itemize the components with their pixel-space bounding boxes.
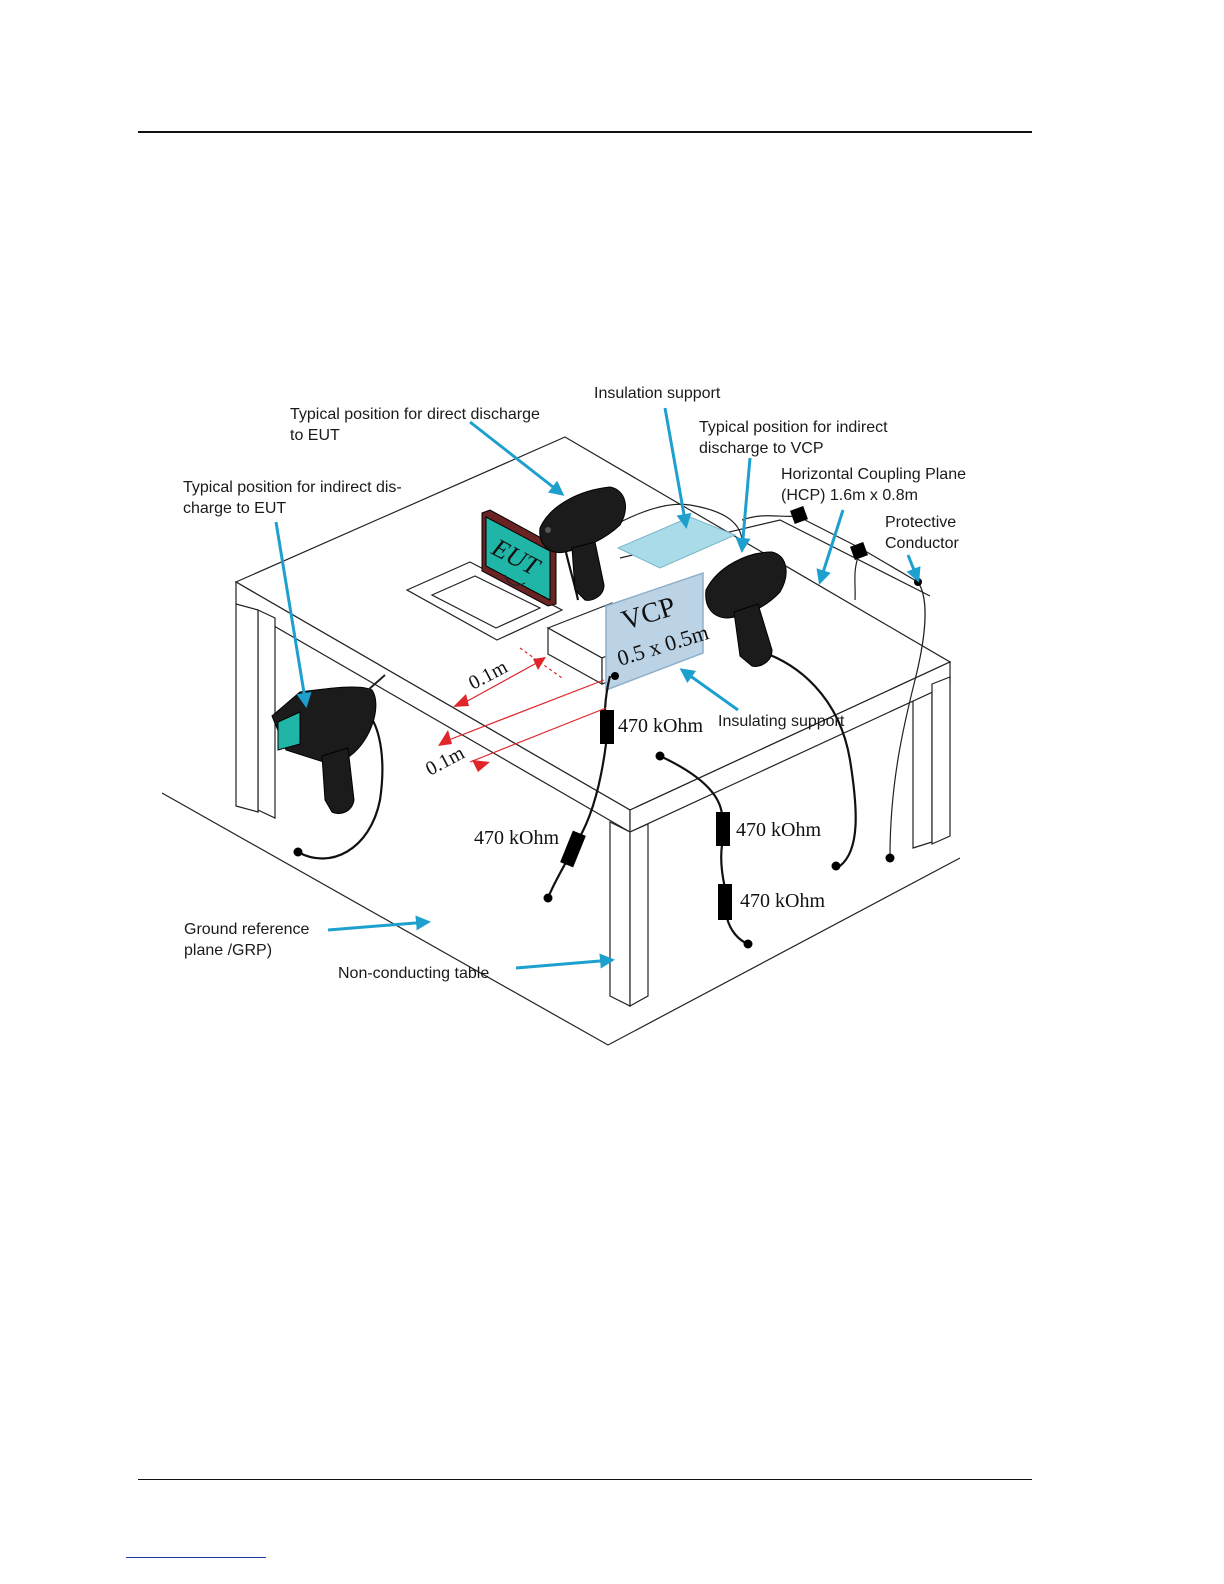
table-leg-back-right	[912, 685, 933, 849]
insulation-support-strip	[616, 516, 737, 569]
resistor-label-hcp-top: 470 kOhm	[736, 819, 821, 841]
table-leg-front-side	[629, 823, 649, 1008]
label-direct-discharge-line2: to EUT	[290, 427, 340, 444]
label-hcp-line2: (HCP) 1.6m x 0.8m	[781, 487, 918, 504]
resistor-label-vcp-top: 470 kOhm	[618, 715, 703, 737]
label-non-conducting-table: Non-conducting table	[338, 965, 489, 982]
resistor-vcp-top	[600, 710, 614, 744]
cable-hcp-top	[659, 755, 724, 816]
eut-monitor: EUT	[481, 509, 557, 607]
footer-rule	[138, 1479, 1032, 1480]
table-leg-front-left	[235, 603, 259, 813]
label-insulation-support: Insulation support	[594, 385, 721, 402]
resistor-label-hcp-bottom: 470 kOhm	[740, 890, 825, 912]
cable-gun-right	[747, 646, 857, 867]
resistor-hcp-top	[716, 812, 730, 846]
table-leg-front-left-side	[257, 609, 276, 819]
label-insulating-support: Insulating support	[718, 713, 845, 730]
callout-arrows	[274, 407, 921, 970]
table-leg-front	[609, 821, 631, 1007]
label-grp-line2: plane /GRP)	[184, 942, 272, 959]
label-indirect-vcp-line2: discharge to VCP	[699, 440, 824, 457]
protective-conductor-wire	[889, 581, 926, 857]
label-direct-discharge-line1: Typical position for direct discharge	[290, 406, 540, 423]
cables	[297, 503, 926, 946]
label-protective-line2: Conductor	[885, 535, 959, 552]
resistor-label-vcp-bottom: 470 kOhm	[474, 827, 559, 849]
label-hcp-line1: Horizontal Coupling Plane	[781, 466, 966, 483]
label-protective-line1: Protective	[885, 514, 956, 531]
label-indirect-vcp-line1: Typical position for indirect	[699, 419, 888, 436]
esd-gun-vcp	[705, 551, 787, 667]
connection-points	[293, 578, 922, 949]
footer-link-underline	[126, 1557, 266, 1558]
ground-reference-plane	[161, 792, 961, 1046]
resistor-vcp-bottom	[560, 830, 586, 868]
label-grp-line1: Ground reference	[184, 921, 310, 938]
cable-gun-top	[563, 547, 580, 601]
label-indirect-eut-line2: charge to EUT	[183, 500, 286, 517]
keyboard	[405, 561, 564, 641]
esd-gun-direct	[539, 486, 626, 601]
cable-gun-left	[297, 715, 384, 860]
table-leg-right	[931, 676, 951, 845]
resistors	[560, 506, 868, 920]
esd-gun-indirect-eut	[271, 674, 386, 814]
label-indirect-eut-line1: Typical position for indirect dis-	[183, 479, 402, 496]
resistor-hcp-bottom	[718, 884, 732, 920]
distance-label-2: 0.1m	[422, 742, 469, 781]
header-rule	[138, 131, 1032, 133]
